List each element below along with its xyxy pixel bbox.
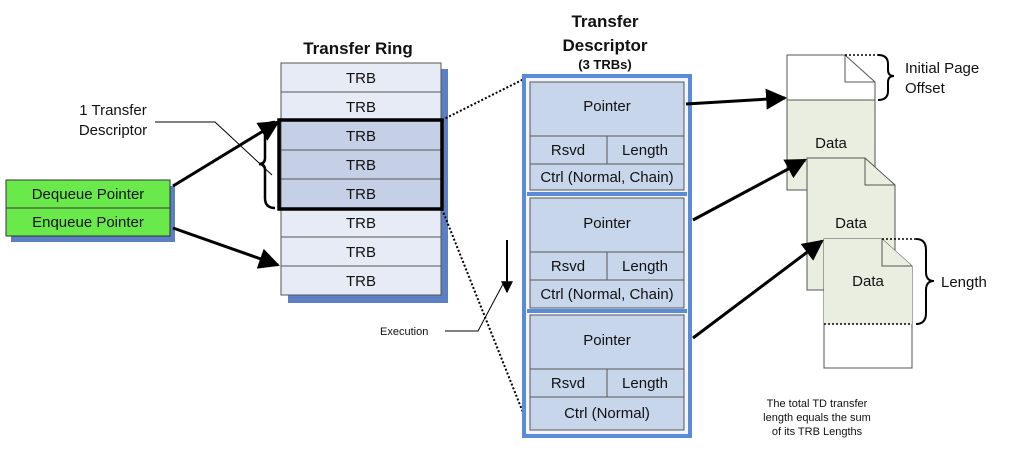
one-td-brace	[258, 120, 276, 210]
ctrl-cell	[529, 396, 685, 431]
page-fold	[864, 158, 895, 186]
ring-trb-label: TRB	[346, 244, 376, 261]
ctrl-label: Ctrl (Normal, Chain)	[540, 169, 673, 186]
td-trb-2: Pointer Rsvd Length Ctrl (Normal, Chain)	[529, 197, 685, 309]
pointer-label: Pointer	[583, 98, 631, 115]
data-label: Data	[852, 273, 884, 290]
pointer-arrow-3	[692, 239, 824, 340]
ring-trb-label: TRB	[346, 215, 376, 232]
ring-trb-label: TRB	[346, 99, 376, 116]
offset-brace	[877, 54, 895, 101]
td-trb-1: Pointer Rsvd Length Ctrl (Normal, Chain)	[529, 81, 685, 191]
rsvd-cell	[529, 251, 608, 281]
ring-trb-cell	[280, 236, 442, 267]
ring-trb-cell	[280, 265, 442, 296]
ring-trb-label: TRB	[346, 128, 376, 145]
ring-trb-cell	[280, 62, 442, 93]
length-label: Length	[622, 375, 668, 392]
pointer-arrow-1	[685, 88, 788, 110]
rsvd-label: Rsvd	[551, 142, 585, 159]
ring-trb-label: TRB	[346, 70, 376, 87]
data-label: Data	[815, 135, 847, 152]
note-line2: length equals the sum	[763, 412, 871, 424]
one-td-label-line2: Descriptor	[79, 122, 147, 139]
one-td-label-line1: 1 Transfer	[79, 102, 147, 119]
rsvd-label: Rsvd	[551, 375, 585, 392]
ring-trb-label: TRB	[346, 157, 376, 174]
ring-title: Transfer Ring	[303, 39, 413, 58]
ctrl-label: Ctrl (Normal, Chain)	[540, 286, 673, 303]
ring-trb-cell	[280, 91, 442, 122]
transfer-ring: TRB TRB TRB TRB TRB TRB TRB TRB	[280, 62, 442, 296]
one-td-leader-line	[155, 121, 273, 176]
length-cell	[606, 135, 685, 165]
enqueue-pointer-label: Enqueue Pointer	[32, 214, 144, 231]
data-region	[824, 239, 912, 324]
dequeue-arrow	[172, 120, 280, 188]
enqueue-pointer-box	[5, 207, 171, 237]
offset-label-line2: Offset	[905, 80, 946, 97]
note-line3: of its TRB Lengths	[772, 426, 863, 438]
pointer-arrow-2	[692, 158, 807, 222]
ctrl-cell	[529, 279, 685, 309]
selected-td-outline	[277, 118, 444, 211]
data-label: Data	[835, 215, 867, 232]
ring-trb-label: TRB	[346, 273, 376, 290]
data-page-3: Data	[823, 238, 913, 369]
pointer-cell	[529, 81, 685, 137]
offset-label-line1: Initial Page	[905, 60, 979, 77]
ctrl-cell	[529, 163, 685, 191]
ctrl-label: Ctrl (Normal)	[564, 405, 650, 422]
enqueue-arrow	[172, 226, 280, 269]
pointer-cell	[529, 314, 685, 370]
length-brace	[915, 238, 935, 325]
dequeue-pointer-label: Dequeue Pointer	[32, 186, 145, 203]
ring-trb-label: TRB	[346, 186, 376, 203]
pointer-cell	[529, 197, 685, 253]
page-fold	[881, 239, 912, 267]
execution-label: Execution	[380, 326, 428, 338]
length-label: Length	[622, 142, 668, 159]
length-label: Length	[622, 258, 668, 275]
length-cell	[606, 251, 685, 281]
td-title-line1: Transfer	[571, 12, 638, 31]
execution-leader-line	[445, 283, 504, 332]
dequeue-pointer-box	[5, 179, 171, 209]
td-title-line2: Descriptor	[562, 36, 647, 55]
pointer-label: Pointer	[583, 332, 631, 349]
expansion-line-top	[441, 76, 529, 121]
page-fold	[844, 55, 875, 83]
td-title-line3: (3 TRBs)	[578, 57, 631, 72]
note-line1: The total TD transfer	[767, 398, 868, 410]
rsvd-cell	[529, 135, 608, 165]
ring-trb-cell-selected	[280, 120, 442, 151]
rsvd-label: Rsvd	[551, 258, 585, 275]
length-brace-label: Length	[941, 274, 987, 291]
td-trb-3: Pointer Rsvd Length Ctrl (Normal)	[529, 314, 685, 431]
pointer-label: Pointer	[583, 215, 631, 232]
